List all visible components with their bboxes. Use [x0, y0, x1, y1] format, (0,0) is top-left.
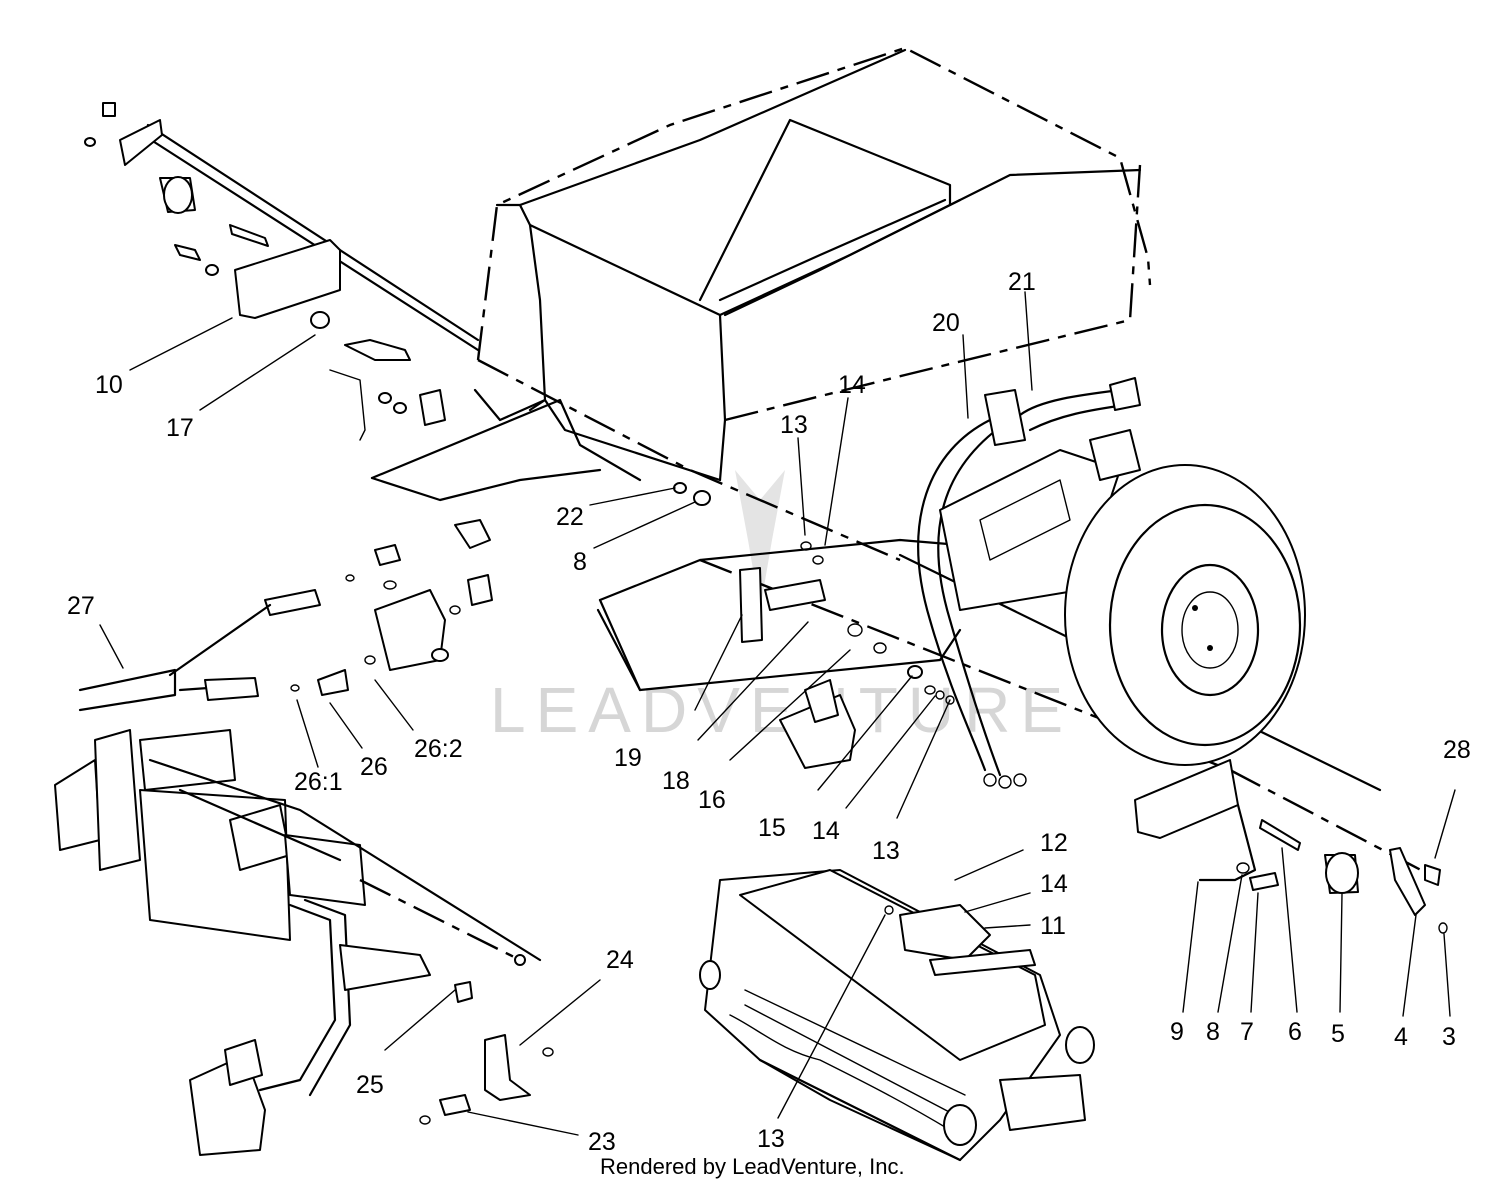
callout-16: 16 [698, 786, 726, 814]
callout-26-1: 26:1 [294, 768, 343, 796]
callout-12: 12 [1040, 829, 1068, 857]
callout-6: 6 [1288, 1018, 1302, 1046]
callout-26: 26 [360, 753, 388, 781]
callout-25: 25 [356, 1071, 384, 1099]
right-bracket-assembly [1134, 759, 1448, 934]
callout-9: 9 [1170, 1018, 1184, 1046]
callout-19: 19 [614, 744, 642, 772]
callout-11: 11 [1040, 912, 1066, 940]
callout-5: 5 [1331, 1020, 1345, 1048]
callout-23: 23 [588, 1128, 616, 1156]
callout-18: 18 [662, 767, 690, 795]
callout-14-right: 14 [1040, 870, 1068, 898]
footer-credit: Rendered by LeadVenture, Inc. [600, 1154, 905, 1179]
callout-3: 3 [1442, 1023, 1456, 1051]
rear-wheel-axle [939, 429, 1306, 766]
callout-17: 17 [166, 414, 194, 442]
callout-10: 10 [95, 371, 123, 399]
callout-14-mid: 14 [812, 817, 840, 845]
watermark-text: LEADVENTURE [490, 674, 1073, 746]
callout-21: 21 [1008, 268, 1036, 296]
callout-labels: 10 17 20 21 14 13 22 8 27 26:1 26 26:2 1… [67, 268, 1471, 1156]
callout-7: 7 [1240, 1018, 1254, 1046]
center-valve-assembly [673, 482, 955, 769]
hood-body [370, 46, 1152, 502]
callout-13-bottom: 13 [757, 1125, 785, 1153]
callout-8-right: 8 [1206, 1018, 1220, 1046]
callout-leaders [99, 291, 1456, 1136]
left-frame-weldment [54, 729, 554, 1156]
callout-4: 4 [1394, 1023, 1408, 1051]
hydraulic-hoses [917, 377, 1141, 789]
callout-8-left: 8 [573, 548, 587, 576]
callout-14-top: 14 [838, 371, 866, 399]
callout-15: 15 [758, 814, 786, 842]
callout-22: 22 [556, 503, 584, 531]
hydraulic-pump-assembly [78, 519, 493, 712]
callout-26-2: 26:2 [414, 735, 463, 763]
callout-24: 24 [606, 946, 634, 974]
callout-13-top: 13 [780, 411, 808, 439]
callout-13-mid: 13 [872, 837, 900, 865]
callout-20: 20 [932, 309, 960, 337]
callout-27: 27 [67, 592, 95, 620]
callout-28: 28 [1443, 736, 1471, 764]
reel-cutting-unit [699, 869, 1095, 1162]
left-bracket-assembly [84, 102, 446, 441]
